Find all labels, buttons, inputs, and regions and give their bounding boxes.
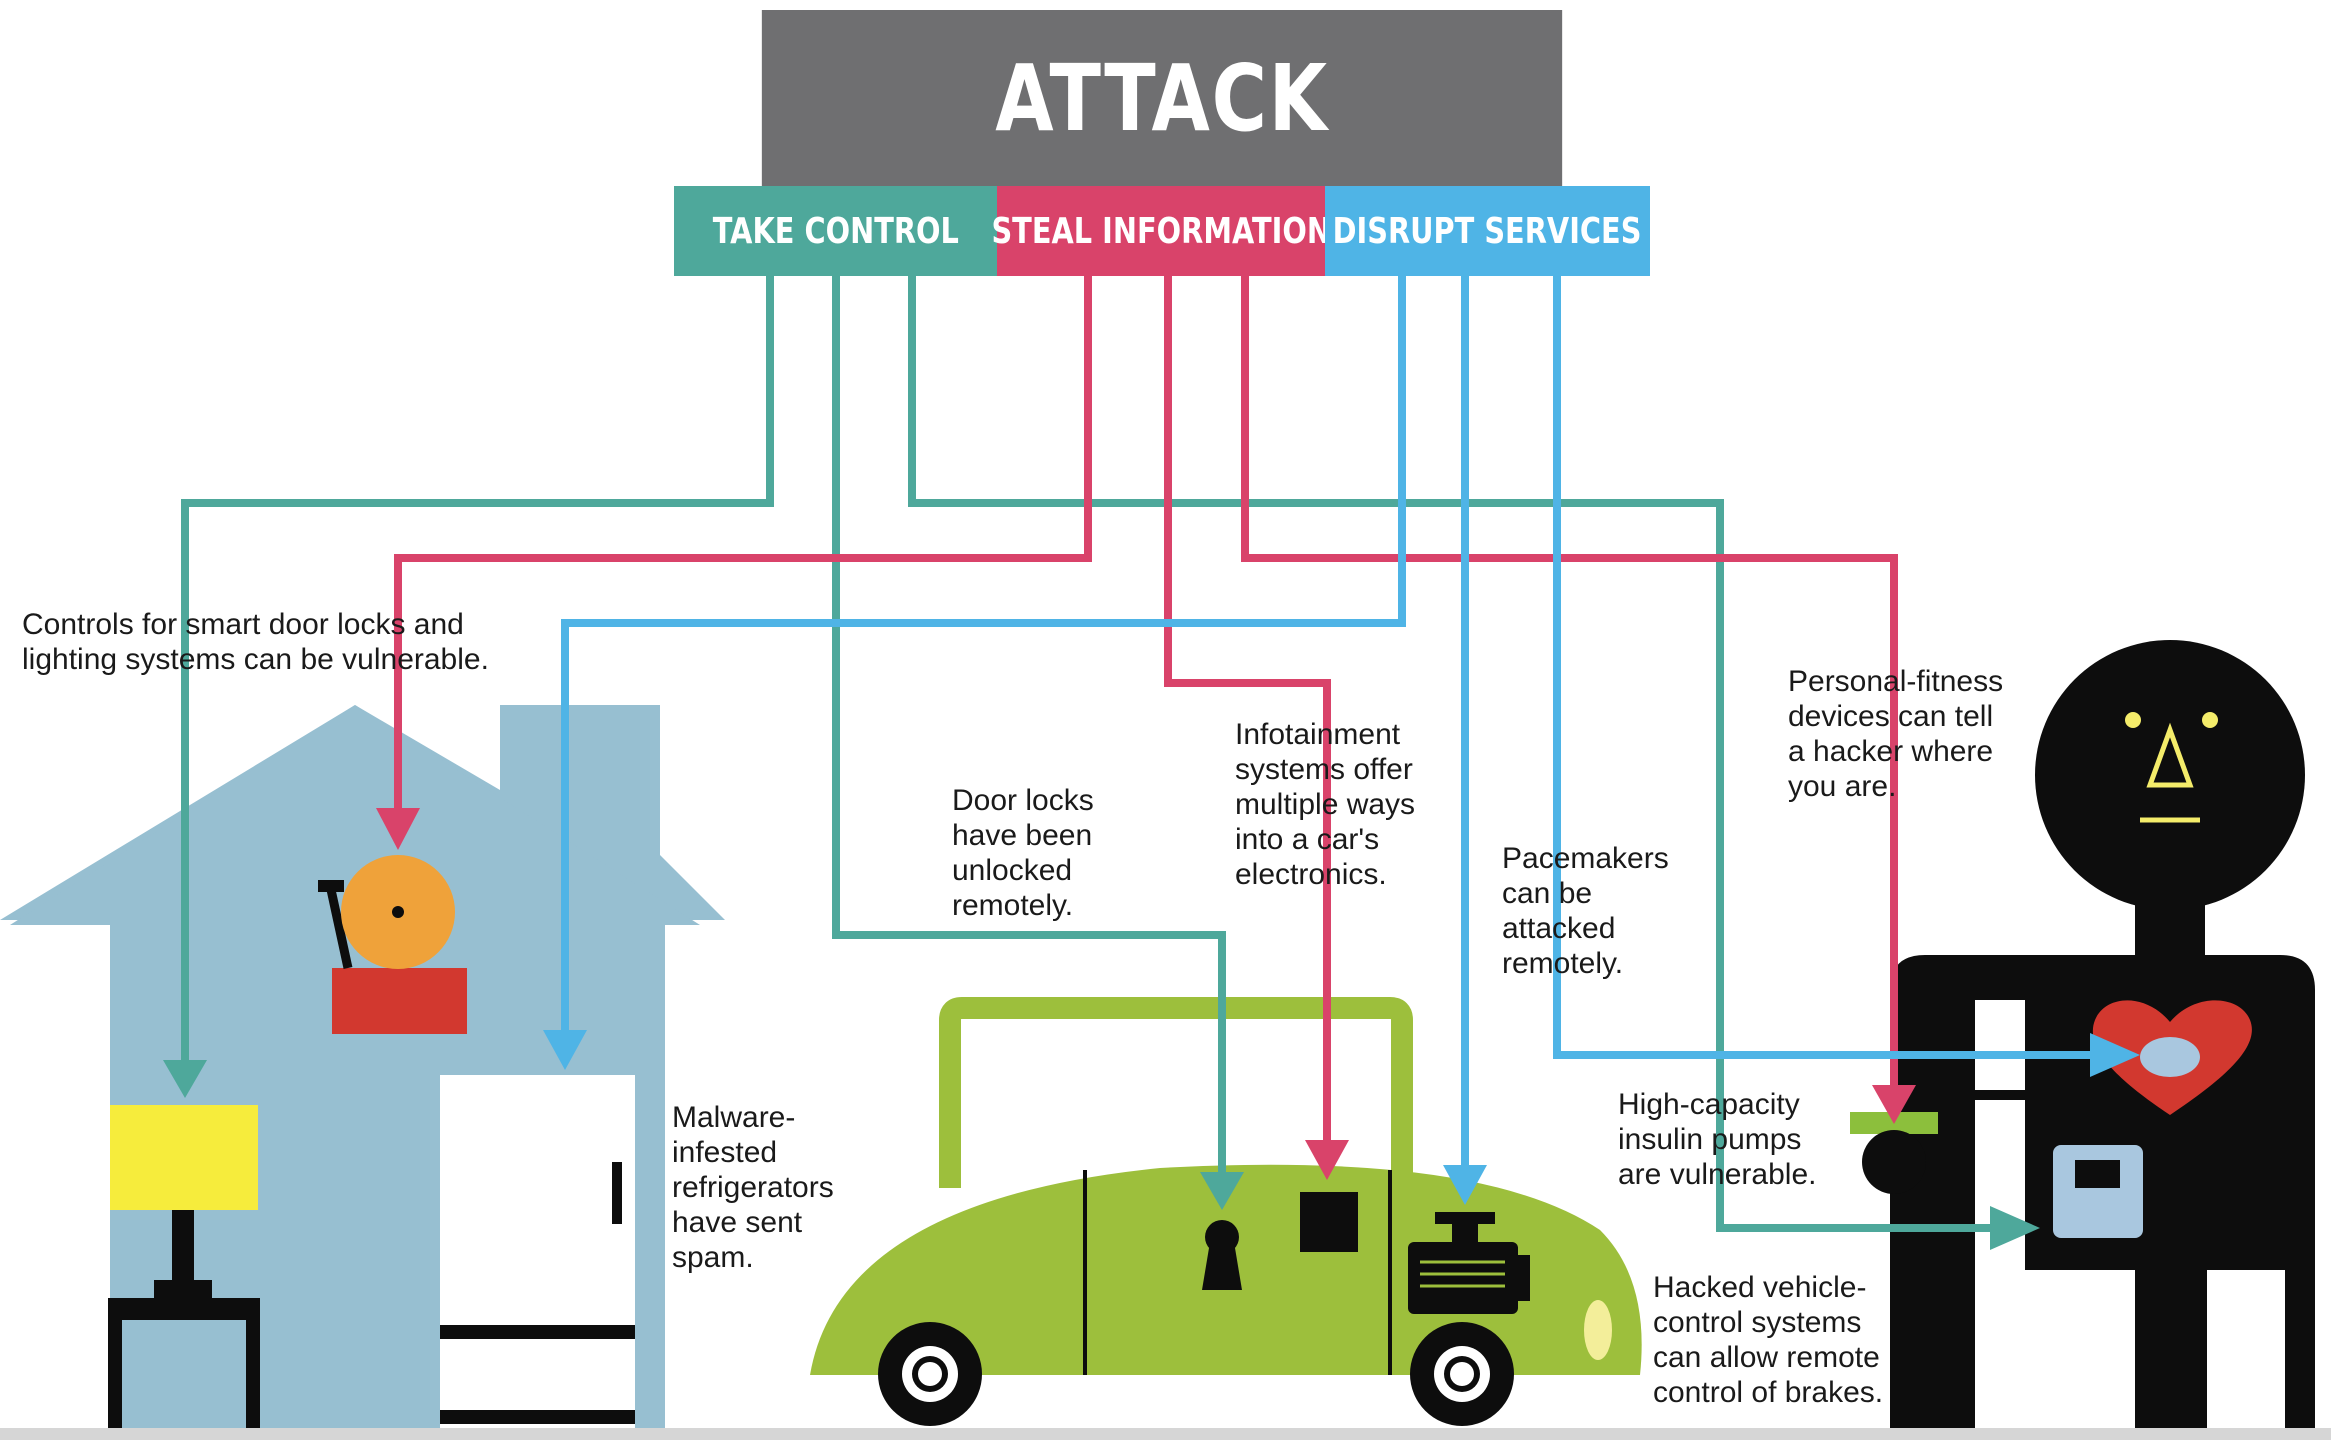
arrowhead-pacemaker [2090,1033,2140,1077]
note-insulin: High-capacity insulin pumps are vulnerab… [1618,1088,1817,1191]
note-pacemakers: Pacemakers can be attacked remotely. [1502,842,1669,980]
car-wheel-rear [1410,1322,1514,1426]
heart-icon [2092,1000,2252,1115]
engine-icon [1408,1212,1530,1314]
car-wheel-front [878,1322,982,1426]
attack-title: ATTACK [761,10,1563,186]
arrowhead-doorlock [1200,1172,1244,1210]
bottom-border [0,1428,2331,1440]
arrowhead-alarm [376,808,420,850]
connector-steal-infotainment [1164,276,1331,1145]
category-disrupt-services: DISRUPT SERVICES [1325,186,1650,276]
keyhole-icon [1202,1220,1242,1290]
note-smart-home: Controls for smart door locks and lighti… [22,608,489,676]
alarm-bell-icon [318,855,467,1034]
note-refrigerators: Malware- infested refrigerators have sen… [672,1101,834,1274]
arrowhead-lamp [163,1060,207,1098]
note-door-locks: Door locks have been unlocked remotely. [952,784,1094,922]
connector-steal-fitness [1241,276,1898,1090]
category-take-control: TAKE CONTROL [674,186,997,276]
arrowhead-fridge [543,1030,587,1070]
arrowhead-engine [1443,1165,1487,1205]
connector-take-control-doorlock [832,276,1226,1185]
connector-take-control-insulin [908,276,1995,1232]
connector-disrupt-pacemaker [1553,276,2095,1059]
category-steal-information: STEAL INFORMATION [991,186,1331,276]
connector-take-control-lamp [181,276,774,1070]
arrowhead-infotainment [1305,1140,1349,1180]
infotainment-box-icon [1300,1192,1358,1252]
arrowhead-fitness [1872,1085,1916,1124]
refrigerator-icon [440,1075,635,1428]
lamp-icon [108,1105,260,1428]
arrowhead-insulin [1990,1206,2040,1250]
connector-steal-alarm [394,276,1092,820]
note-fitness: Personal-fitness devices can tell a hack… [1788,665,2004,803]
note-infotainment: Infotainment systems offer multiple ways… [1235,718,1416,891]
insulin-pump-icon [2053,1145,2143,1238]
connector-disrupt-fridge [561,276,1406,1030]
note-vehicle-control: Hacked vehicle- control systems can allo… [1653,1271,1884,1409]
